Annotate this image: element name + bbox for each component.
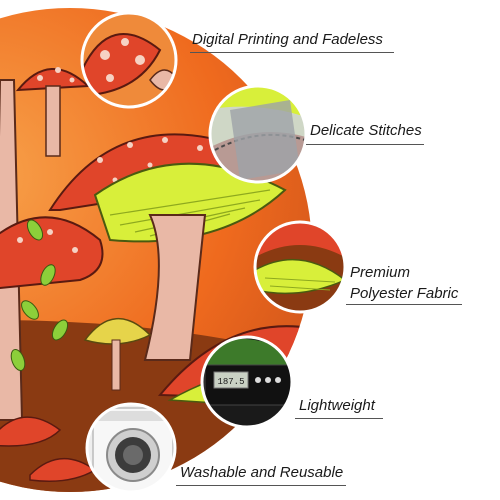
feature-text: Premium xyxy=(350,264,411,281)
feature-label-stitches: Delicate Stitches xyxy=(310,120,422,141)
mushroom-cap-small xyxy=(15,67,91,157)
feature-label-wash: Washable and Reusable xyxy=(180,462,343,483)
leaf-cluster xyxy=(10,219,69,372)
feature-text: Washable and Reusable xyxy=(180,464,344,481)
thumbnail-scale: 187.5 xyxy=(200,335,294,429)
feature-label-weight: Lightweight xyxy=(299,395,375,416)
thumbnail-washing-machine xyxy=(85,402,177,494)
feature-underline xyxy=(176,485,346,486)
feature-text: Delicate Stitches xyxy=(310,122,422,139)
feature-underline xyxy=(295,418,383,419)
feature-underline xyxy=(346,304,462,305)
feature-label-printing: Digital Printing and Fadeless xyxy=(192,29,383,50)
feature-text: Digital Printing and Fadeless xyxy=(192,31,383,48)
thumbnail-print-closeup xyxy=(80,11,178,109)
feature-text: Lightweight xyxy=(299,397,375,414)
feature-underline xyxy=(306,144,424,145)
feature-text: Polyester Fabric xyxy=(350,285,459,302)
feature-underline xyxy=(190,52,394,53)
feature-label-fabric: Premium Polyester Fabric xyxy=(350,262,458,304)
thumbnail-fabric-closeup xyxy=(253,220,347,314)
scale-readout: 187.5 xyxy=(217,377,244,387)
